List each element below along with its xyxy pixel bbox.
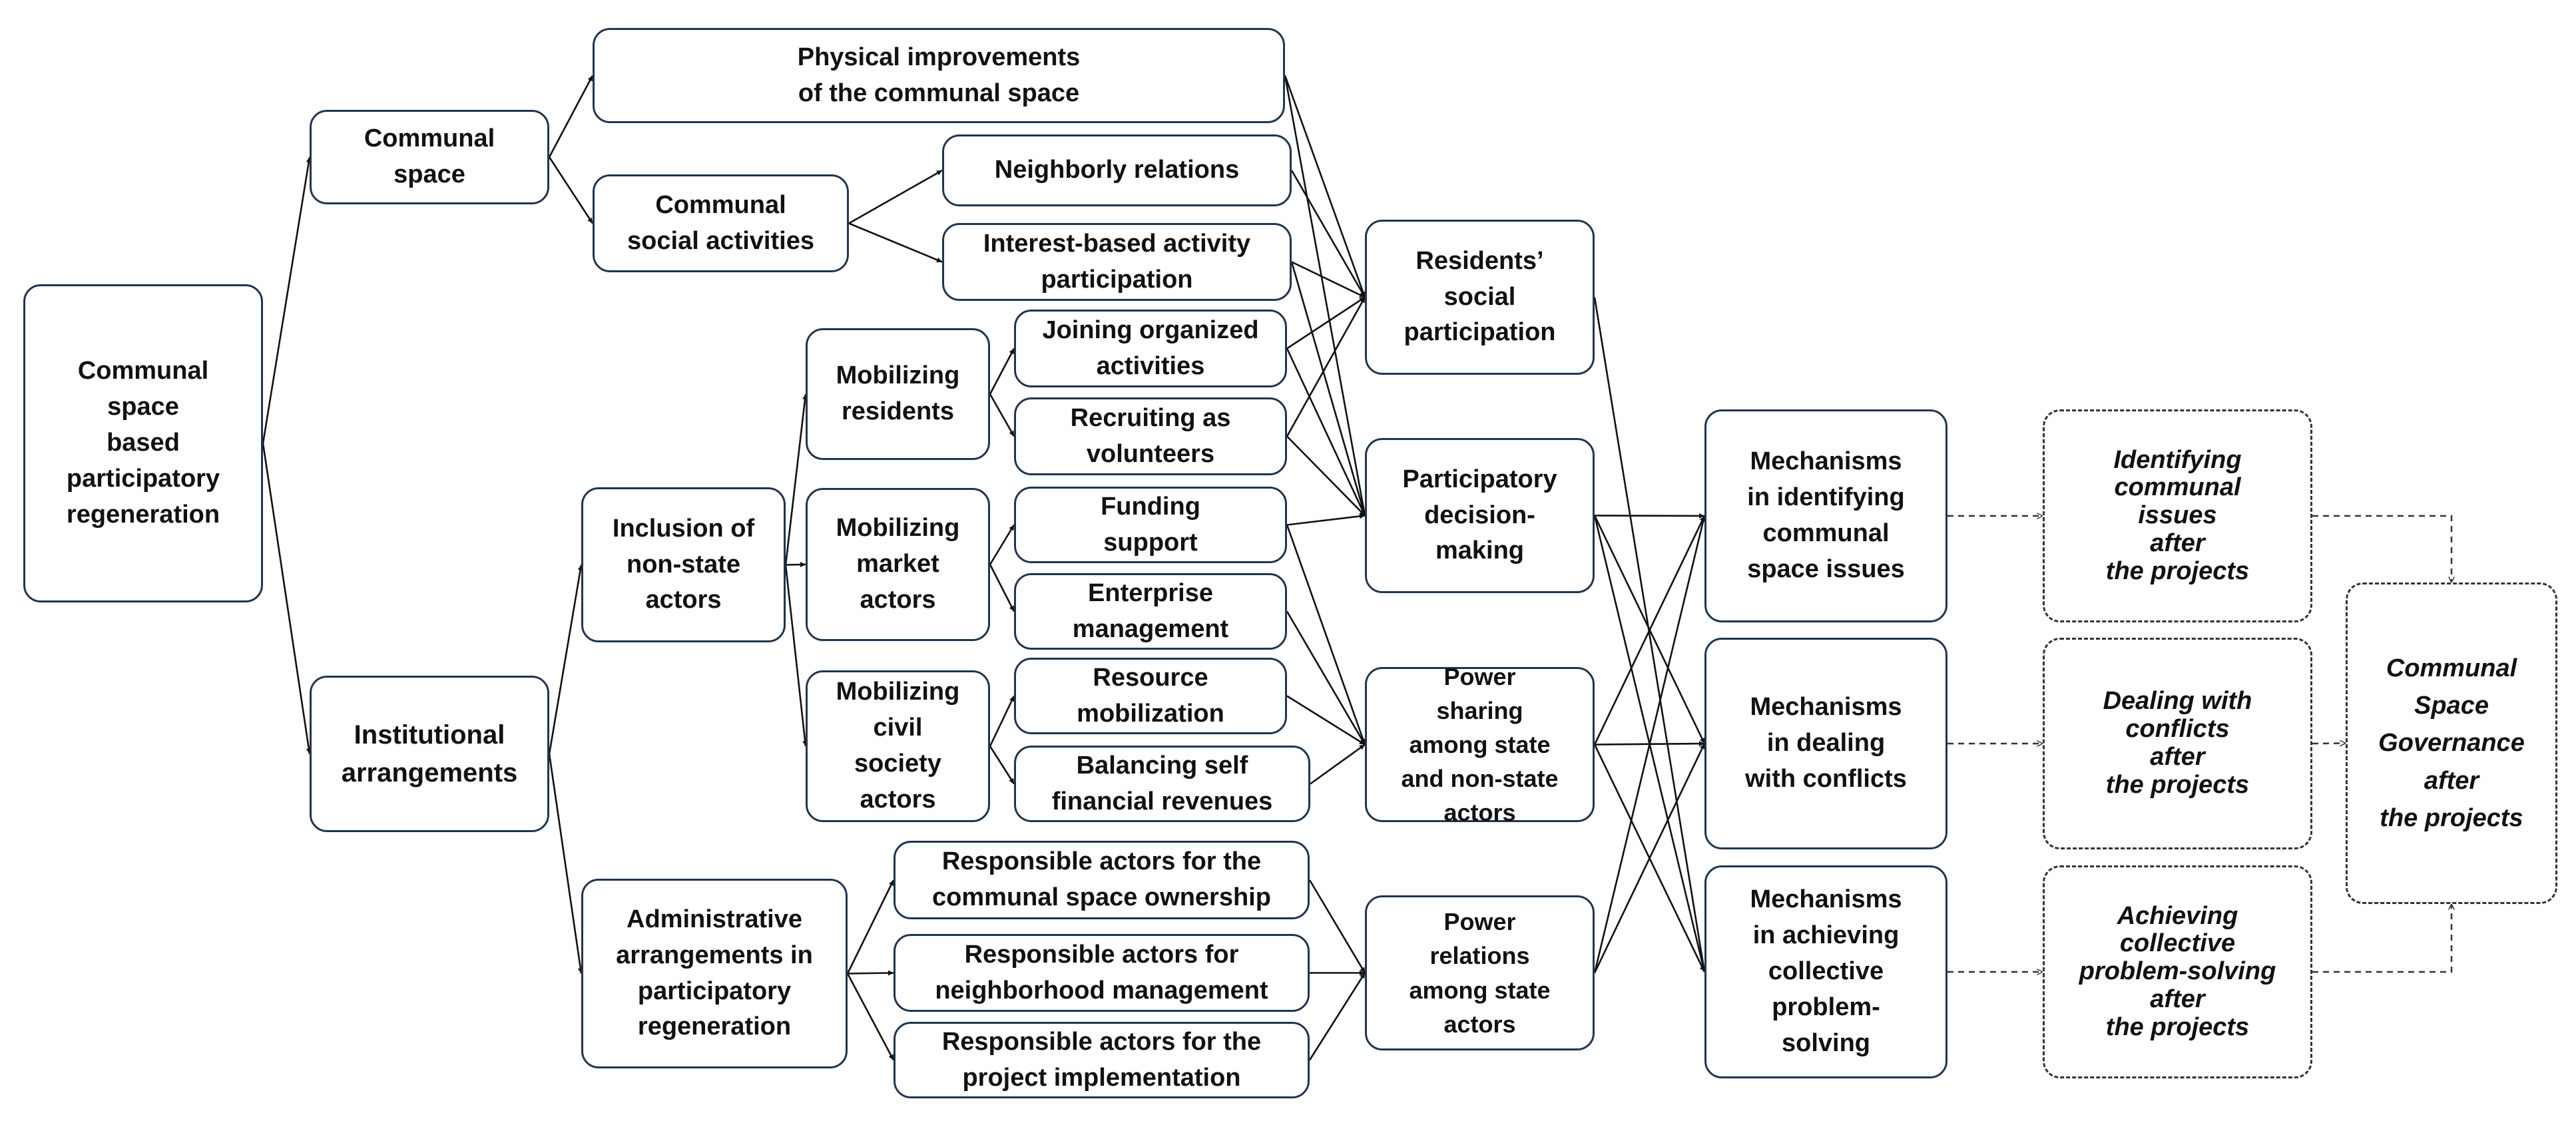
edge-inclusion-non-state-to-mobilizing-residents <box>784 393 808 565</box>
edge-balancing-revenues-to-power-sharing <box>1310 744 1366 785</box>
node-institutional-arrangements: Institutional arrangements <box>310 676 549 832</box>
node-balancing-financial-revenues: Balancing self financial revenues <box>1014 746 1310 822</box>
edge-communal-social-activities-to-interest-based <box>848 222 943 263</box>
edge-neighborly-relations-to-residents-participation <box>1290 170 1366 298</box>
edge-mobilizing-residents-to-recruiting-volunteers <box>989 393 1015 437</box>
node-physical-improvements: Physical improvements of the communal sp… <box>593 28 1285 123</box>
node-mobilizing-market-actors: Mobilizing market actors <box>806 488 990 641</box>
node-mechanisms-collective-problem-solving: Mechanisms in achieving collective probl… <box>1704 865 1947 1078</box>
edge-physical-improvements-to-participatory-decision <box>1284 75 1367 516</box>
node-power-sharing: Power sharing among state and non-state … <box>1365 663 1595 826</box>
node-responsible-ownership: Responsible actors for the communal spac… <box>894 841 1310 919</box>
node-mobilizing-civil-society-actors: Mobilizing civil society actors <box>806 670 990 822</box>
node-mechanisms-identifying-issues: Mechanisms in identifying communal space… <box>1704 409 1947 622</box>
node-participatory-decision-making: Participatory decision- making <box>1365 438 1595 593</box>
edge-communal-social-activities-to-neighborly-relations <box>848 169 943 224</box>
node-outcome-dealing-conflicts: Dealing with conflicts after the project… <box>2043 638 2312 849</box>
node-root: Communal space based participatory regen… <box>23 284 263 602</box>
node-mechanisms-dealing-conflicts: Mechanisms in dealing with conflicts <box>1704 638 1947 849</box>
edge-resp-project-to-power-relations <box>1308 972 1366 1061</box>
edge-joining-organized-to-residents-participation <box>1286 296 1366 349</box>
edge-out-identifying-to-final <box>2312 515 2451 582</box>
edge-root-to-institutional-arrangements <box>262 443 312 754</box>
edge-communal-space-to-physical-improvements <box>548 75 594 158</box>
node-joining-organized-activities: Joining organized activities <box>1014 310 1287 387</box>
edge-residents-participation-to-mech-collective <box>1593 297 1706 973</box>
node-communal-space: Communal space <box>310 110 549 204</box>
edge-enterprise-management-to-power-sharing <box>1286 610 1366 746</box>
node-residents-social-participation: Residents’ social participation <box>1365 220 1595 375</box>
edge-administrative-arrangements-to-resp-project <box>846 973 895 1061</box>
node-outcome-collective-problem-solving: Achieving collective problem-solving aft… <box>2043 865 2312 1078</box>
node-resource-mobilization: Resource mobilization <box>1014 658 1287 734</box>
edge-institutional-arrangements-to-administrative-arrangements <box>548 754 583 974</box>
edge-recruiting-volunteers-to-residents-participation <box>1286 296 1366 437</box>
edge-interest-based-to-participatory-decision <box>1290 262 1366 516</box>
edge-administrative-arrangements-to-resp-neighborhood <box>847 970 894 976</box>
node-inclusion-non-state-actors: Inclusion of non-state actors <box>581 487 786 642</box>
edge-administrative-arrangements-to-resp-ownership <box>846 879 895 975</box>
node-power-relations: Power relations among state actors <box>1365 895 1595 1050</box>
edge-participatory-decision-to-mech-identifying <box>1594 513 1705 519</box>
edge-mobilizing-civil-to-balancing-revenues <box>989 746 1015 785</box>
edge-interest-based-to-residents-participation <box>1291 261 1366 298</box>
node-neighborly-relations: Neighborly relations <box>942 134 1292 206</box>
edge-physical-improvements-to-residents-participation <box>1284 75 1366 298</box>
edge-mobilizing-civil-to-resource-mobilization <box>989 695 1015 747</box>
edge-mobilizing-market-to-funding-support <box>989 524 1015 565</box>
node-responsible-project-implementation: Responsible actors for the project imple… <box>894 1022 1310 1098</box>
edge-resource-mobilization-to-power-sharing <box>1286 695 1366 746</box>
edge-inclusion-non-state-to-mobilizing-market <box>785 562 806 568</box>
edge-joining-organized-to-participatory-decision <box>1286 347 1366 517</box>
node-funding-support: Funding support <box>1014 487 1287 563</box>
edge-power-relations-to-mech-conflicts <box>1593 743 1706 974</box>
edge-root-to-communal-space <box>262 156 312 444</box>
node-administrative-arrangements: Administrative arrangements in participa… <box>581 879 848 1068</box>
edge-inclusion-non-state-to-mobilizing-civil <box>784 564 808 747</box>
node-mobilizing-residents: Mobilizing residents <box>806 328 990 460</box>
node-enterprise-management: Enterprise management <box>1014 573 1287 650</box>
edge-power-relations-to-mech-identifying <box>1593 515 1706 973</box>
node-communal-space-governance: Communal Space Governance after the proj… <box>2346 582 2557 904</box>
edge-funding-support-to-participatory-decision <box>1286 513 1366 526</box>
edge-mobilizing-residents-to-joining-organized <box>989 347 1015 395</box>
edge-out-collective-to-final <box>2312 904 2451 973</box>
edge-mobilizing-market-to-enterprise-management <box>989 564 1015 612</box>
edge-funding-support-to-power-sharing <box>1286 525 1366 745</box>
node-interest-based-participation: Interest-based activity participation <box>942 223 1292 301</box>
node-outcome-identifying-issues: Identifying communal issues after the pr… <box>2043 409 2312 622</box>
edge-communal-space-to-communal-social-activities <box>548 156 594 224</box>
node-communal-social-activities: Communal social activities <box>593 174 849 272</box>
edge-power-sharing-to-mech-identifying <box>1593 515 1706 746</box>
node-recruiting-volunteers: Recruiting as volunteers <box>1014 397 1287 475</box>
edge-recruiting-volunteers-to-participatory-decision <box>1286 435 1366 517</box>
node-responsible-neighborhood-management: Responsible actors for neighborhood mana… <box>894 934 1310 1012</box>
edge-institutional-arrangements-to-inclusion-non-state <box>548 564 583 754</box>
edge-resp-ownership-to-power-relations <box>1308 879 1366 974</box>
